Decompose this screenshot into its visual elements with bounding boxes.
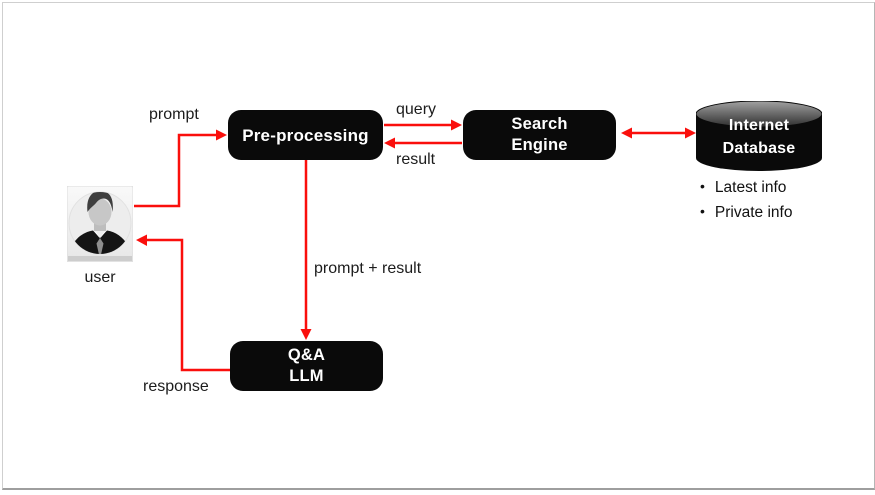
qa-llm-label-line2: LLM xyxy=(289,367,324,385)
response-arrowhead xyxy=(136,234,147,246)
internet-database-label-line2: Database xyxy=(722,140,796,157)
query-arrowhead xyxy=(451,119,462,131)
user-avatar xyxy=(66,185,134,263)
node-internet-database: Internet Database xyxy=(695,100,823,171)
prompt-arrowhead xyxy=(216,129,227,141)
qa-llm-label-line1: Q&A xyxy=(287,346,326,364)
user-label: user xyxy=(84,269,116,286)
search-db-arrowhead-left xyxy=(621,127,632,139)
result-label: result xyxy=(396,151,436,168)
prompt-label: prompt xyxy=(149,106,199,123)
bullet-latest-info: Latest info xyxy=(700,175,792,200)
database-bullet-list: Latest info Private info xyxy=(700,175,793,225)
internet-database-label-line1: Internet xyxy=(728,117,790,134)
prompt-plus-result-label: prompt + result xyxy=(314,260,422,277)
query-label: query xyxy=(396,101,437,118)
search-engine-label-line1: Search xyxy=(511,115,568,133)
person-icon xyxy=(66,185,134,263)
bullet-private-info: Private info xyxy=(700,200,793,225)
search-engine-label-line2: Engine xyxy=(511,136,568,154)
prompt-result-arrowhead xyxy=(300,329,312,340)
result-arrowhead xyxy=(384,137,395,149)
node-pre-processing: Pre-processing xyxy=(228,110,383,160)
prompt-arrow xyxy=(134,133,216,208)
internet-database-label: Internet Database xyxy=(696,114,822,160)
node-qa-llm: Q&A LLM xyxy=(230,341,383,391)
node-search-engine: Search Engine xyxy=(463,110,616,160)
pre-processing-label: Pre-processing xyxy=(242,125,369,145)
arrow-layer xyxy=(134,119,696,372)
response-label: response xyxy=(143,378,209,395)
search-db-arrowhead-right xyxy=(685,127,696,139)
database-cylinder-icon xyxy=(695,100,823,171)
response-arrow xyxy=(147,238,230,372)
